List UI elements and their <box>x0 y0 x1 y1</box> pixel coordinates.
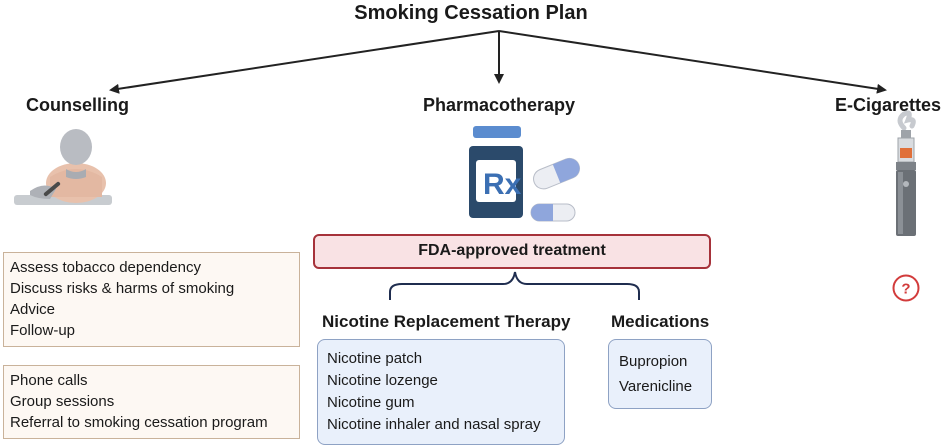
medications-heading: Medications <box>611 312 710 331</box>
page-title: Smoking Cessation Plan <box>354 2 588 24</box>
person-writing-icon <box>14 129 112 205</box>
fda-approved-box: FDA-approved treatment <box>313 234 711 269</box>
nrt-options-box: Nicotine patch Nicotine lozenge Nicotine… <box>317 339 565 445</box>
counselling-step: Follow-up <box>10 322 76 339</box>
support-option: Referral to smoking cessation program <box>10 414 268 431</box>
medications-box: Bupropion Varenicline <box>608 339 712 409</box>
arrow-to-counselling <box>109 30 500 94</box>
e-cigarette-icon <box>896 110 916 236</box>
nrt-option: Nicotine inhaler and nasal spray <box>327 416 541 433</box>
question-mark-icon: ? <box>892 274 920 302</box>
counselling-step: Assess tobacco dependency <box>10 259 201 276</box>
counselling-step: Discuss risks & harms of smoking <box>10 280 235 297</box>
brace-connector <box>389 271 640 300</box>
counselling-steps-box: Assess tobacco dependency Discuss risks … <box>3 252 300 347</box>
nrt-option: Nicotine lozenge <box>327 372 438 389</box>
counselling-step: Advice <box>10 301 56 318</box>
arrow-to-ecigarettes <box>498 30 887 94</box>
prescription-bottle-icon: Rx <box>469 126 581 222</box>
counselling-heading: Counselling <box>26 95 129 115</box>
support-option: Phone calls <box>10 372 88 389</box>
pharmacotherapy-heading: Pharmacotherapy <box>423 95 576 115</box>
nrt-option: Nicotine patch <box>327 350 423 367</box>
rx-label: Rx <box>483 168 522 201</box>
question-mark: ? <box>901 281 910 298</box>
ecigarettes-heading: E-Cigarettes <box>835 95 942 115</box>
support-option: Group sessions <box>10 393 115 410</box>
medication-option: Bupropion <box>619 353 688 370</box>
nrt-option: Nicotine gum <box>327 394 415 411</box>
medication-option: Varenicline <box>619 378 693 395</box>
counselling-support-box: Phone calls Group sessions Referral to s… <box>3 365 300 439</box>
nrt-heading: Nicotine Replacement Therapy <box>322 312 571 331</box>
